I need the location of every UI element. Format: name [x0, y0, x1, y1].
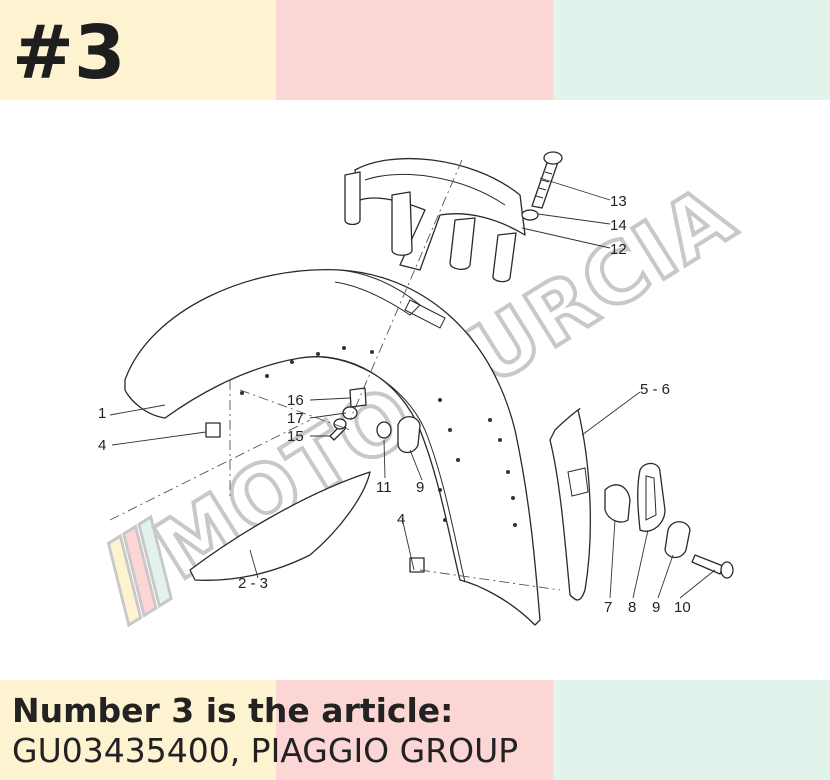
item-number: #3: [12, 10, 126, 96]
nut-11: [376, 421, 392, 439]
plate-9-left: [397, 416, 421, 454]
spacer-4-upper: [205, 422, 221, 438]
screw-10: [691, 554, 734, 579]
callout-9-left: 9: [416, 479, 424, 496]
screw-15: [329, 418, 347, 441]
callout-13: 13: [610, 193, 627, 210]
callout-7: 7: [604, 599, 612, 616]
inner-mudguard: [189, 471, 371, 581]
cable-guide-8: [637, 462, 666, 532]
callout-1: 1: [98, 405, 106, 422]
grommets-16-17: [342, 387, 367, 420]
band-yellow: [0, 0, 276, 100]
callout-14: 14: [610, 217, 627, 234]
washer-14: [521, 209, 539, 221]
band-mint: [553, 0, 830, 100]
callout-2-3: 2 - 3: [238, 575, 268, 592]
callout-4-upper: 4: [98, 437, 106, 454]
caption-heading: Number 3 is the article:: [12, 691, 454, 730]
callout-15: 15: [287, 428, 304, 445]
footer-band-yellow: [0, 680, 276, 780]
callout-12: 12: [610, 241, 627, 258]
footer-band-pink: [276, 680, 553, 780]
callout-16: 16: [287, 392, 304, 409]
header-band: [0, 0, 830, 100]
watermark-stripe-yellow: [106, 533, 143, 628]
callout-8: 8: [628, 599, 636, 616]
callout-9-right: 9: [652, 599, 660, 616]
footer-band: [0, 680, 830, 780]
callout-10: 10: [674, 599, 691, 616]
callout-4-lower: 4: [397, 511, 405, 528]
mudguard-trim: [549, 408, 591, 601]
plate-9-right: [664, 521, 691, 559]
parts-diagram: MOTOMURCIA: [98, 151, 753, 628]
callout-5-6: 5 - 6: [640, 381, 670, 398]
screw-13: [531, 151, 563, 209]
caption-article: GU03435400, PIAGGIO GROUP: [12, 731, 519, 770]
callout-11: 11: [376, 479, 392, 496]
bracket-7: [604, 484, 631, 523]
front-mudguard: [124, 268, 541, 626]
footer-band-mint: [553, 680, 830, 780]
band-pink: [276, 0, 553, 100]
fork-bracket: [344, 157, 526, 283]
callout-17: 17: [287, 410, 304, 427]
watermark-stripe-pink: [122, 524, 158, 618]
watermark-stripe-mint: [137, 514, 173, 609]
